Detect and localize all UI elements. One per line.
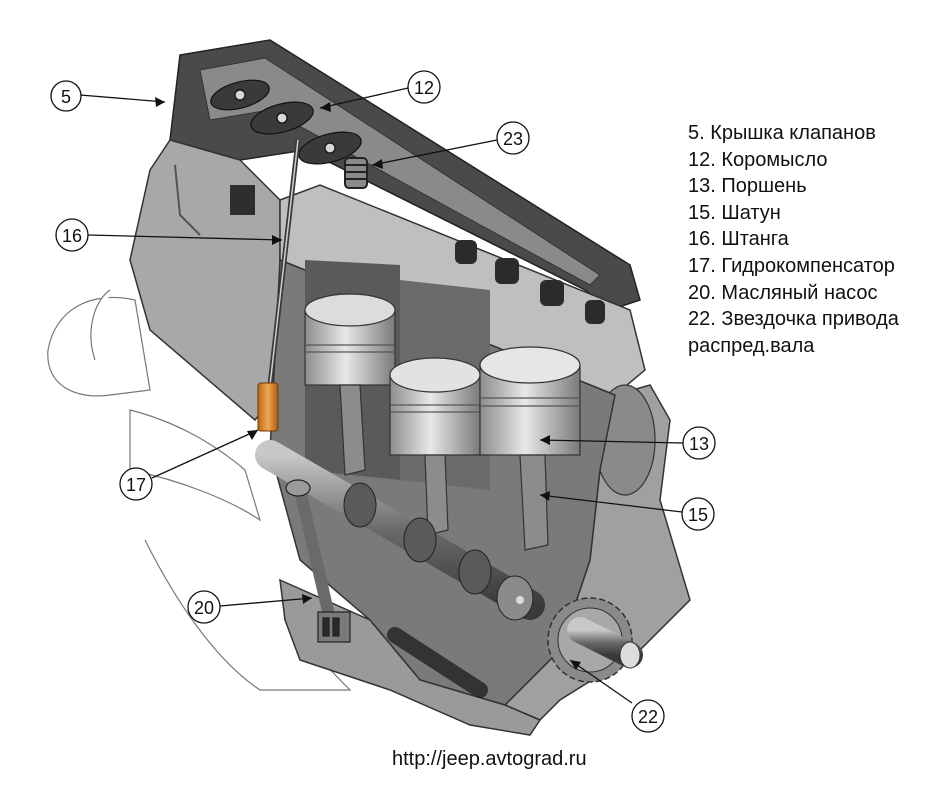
callout-16-label: 16 — [62, 226, 82, 246]
valve-springs — [344, 157, 368, 189]
source-url: http://jeep.avtograd.ru — [392, 748, 587, 770]
callout-15: 15 — [681, 497, 715, 531]
oil-pump — [285, 479, 351, 643]
callout-12-label: 12 — [414, 78, 434, 98]
rocker-arms — [210, 79, 362, 165]
callout-22-label: 22 — [638, 707, 658, 727]
camshaft — [255, 440, 545, 621]
callout-23-label: 23 — [503, 129, 523, 149]
legend-item-17: 17. Гидрокомпенсатор — [688, 254, 895, 277]
legend-item-16: 16. Штанга — [688, 228, 789, 251]
callout-13: 13 — [682, 426, 716, 460]
legend-item-13: 13. Поршень — [688, 175, 807, 198]
block-left-face — [129, 139, 281, 422]
callout-5-label: 5 — [61, 87, 71, 107]
legend-item-12: 12. Коромысло — [688, 148, 828, 171]
callout-22: 22 — [631, 699, 665, 733]
callout-15-label: 15 — [688, 505, 708, 525]
callout-23: 23 — [496, 121, 530, 155]
callout-17-label: 17 — [126, 475, 146, 495]
legend-item-22-continued: распред.вала — [688, 334, 815, 357]
legend-item-5: 5. Крышка клапанов — [688, 122, 876, 144]
coolant-ports — [455, 240, 605, 324]
callout-17: 17 — [119, 467, 153, 501]
callout-16: 16 — [55, 218, 89, 252]
legend-item-22: 22. Звездочка привода — [688, 308, 899, 331]
parts-legend: 5. Крышка клапанов 12. Коромысло 13. Пор… — [688, 120, 899, 359]
connecting-rods — [339, 384, 549, 551]
callout-arrowheads — [155, 97, 581, 670]
callout-20-label: 20 — [194, 598, 214, 618]
hydraulic-lifter — [257, 382, 279, 432]
callout-leaders — [79, 87, 684, 704]
callout-12: 12 — [407, 70, 441, 104]
callout-20: 20 — [187, 590, 221, 624]
legend-item-20: 20. Масляный насос — [688, 281, 878, 304]
callout-13-label: 13 — [689, 434, 709, 454]
legend-item-15: 15. Шатун — [688, 201, 781, 224]
cam-sprocket — [547, 597, 643, 683]
callout-5: 5 — [50, 80, 82, 112]
